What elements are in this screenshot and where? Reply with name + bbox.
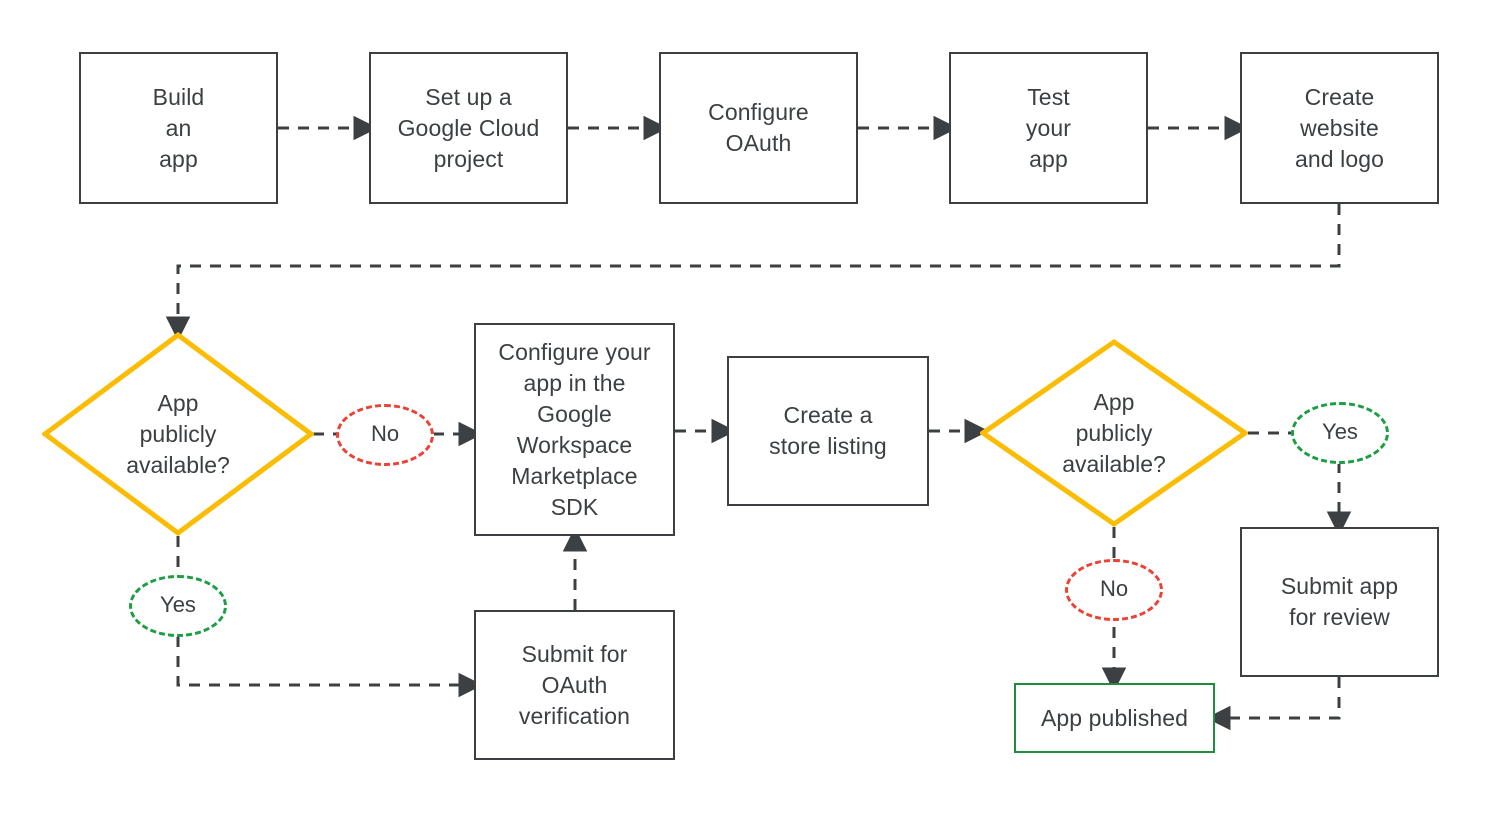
edge-label-yes-1: Yes [129, 575, 227, 637]
node-submit-app-for-review[interactable]: Submit app for review [1240, 527, 1439, 677]
diamond-shape-icon [42, 332, 314, 536]
edge-label-no-1: No [336, 404, 434, 466]
node-app-publicly-available-1[interactable]: App publicly available? [42, 332, 314, 536]
edge-label-text: No [1099, 576, 1129, 601]
node-label: App publicly available? [1062, 388, 1166, 477]
edge-website-to-decision1 [165, 204, 1341, 341]
node-label: Build an app [152, 83, 205, 172]
node-label: Configure your app in the Google Workspa… [498, 338, 651, 520]
edge-label-text: No [370, 421, 400, 446]
node-label: Submit for OAuth verification [518, 640, 631, 729]
node-label: Test your app [1025, 83, 1072, 172]
node-label: App published [1040, 704, 1189, 731]
node-app-published[interactable]: App published [1014, 683, 1215, 753]
node-submit-oauth-verification[interactable]: Submit for OAuth verification [474, 610, 675, 760]
node-label: Create website and logo [1294, 83, 1385, 172]
edge-label-no-2: No [1065, 559, 1163, 621]
node-app-publicly-available-2[interactable]: App publicly available? [980, 339, 1248, 527]
node-configure-oauth[interactable]: Configure OAuth [659, 52, 858, 204]
node-create-store-listing[interactable]: Create a store listing [727, 356, 929, 506]
edge-label-text: Yes [160, 592, 196, 617]
edge-label-text: Yes [1322, 419, 1358, 444]
node-label: Set up a Google Cloud project [397, 83, 540, 172]
diamond-shape-icon [980, 339, 1248, 527]
node-create-website-and-logo[interactable]: Create website and logo [1240, 52, 1439, 204]
node-configure-app-sdk[interactable]: Configure your app in the Google Workspa… [474, 323, 675, 536]
node-label: Create a store listing [769, 402, 887, 459]
node-set-up-gcp-project[interactable]: Set up a Google Cloud project [369, 52, 568, 204]
node-test-your-app[interactable]: Test your app [949, 52, 1148, 204]
edge-review-to-published [1206, 677, 1341, 731]
node-build-an-app[interactable]: Build an app [79, 52, 278, 204]
edge-label-yes-2: Yes [1291, 402, 1389, 464]
node-label: Configure OAuth [708, 99, 809, 156]
node-label: App publicly available? [126, 389, 230, 478]
node-label: Submit app for review [1280, 573, 1399, 630]
